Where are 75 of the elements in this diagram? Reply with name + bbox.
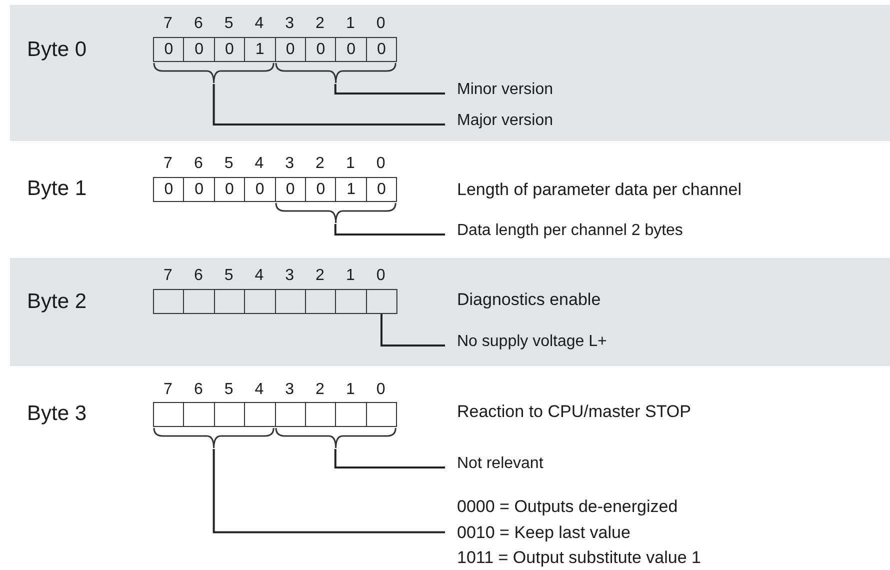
bit-number: 7 (162, 267, 174, 285)
bit-number: 4 (254, 155, 265, 173)
bit-cell: 1 (244, 37, 276, 62)
bit-number: 7 (162, 381, 174, 399)
bit-number: 4 (254, 267, 265, 285)
bit-cell: 0 (214, 177, 246, 202)
bit-number: 5 (223, 155, 234, 173)
description-text: 1011 = Output substitute value 1 (457, 547, 701, 569)
bit-number: 4 (254, 381, 265, 399)
bit-number: 5 (223, 15, 234, 33)
bit-number: 6 (192, 155, 204, 173)
bit-cell: 0 (183, 177, 215, 202)
bit-cell: 0 (274, 37, 306, 62)
description-text: Diagnostics enable (457, 290, 601, 310)
bit-number: 3 (284, 155, 296, 173)
bit-number: 2 (314, 15, 326, 33)
byte-label: Byte 2 (27, 290, 87, 314)
bit-number: 2 (314, 155, 326, 173)
bit-number: 6 (192, 267, 204, 285)
bit-cell: 0 (153, 177, 184, 202)
curly-bracket (153, 62, 275, 84)
description-text: Major version (445, 112, 554, 130)
bit-cell: 0 (366, 177, 398, 202)
bit-number: 4 (254, 15, 265, 33)
bit-number: 1 (344, 267, 356, 285)
description-text: No supply voltage L+ (445, 333, 607, 351)
bit-number: 6 (192, 15, 204, 33)
bit-number: 0 (375, 381, 386, 399)
bit-number: 3 (284, 15, 296, 33)
curly-bracket (153, 427, 275, 449)
leader-line (334, 449, 445, 468)
description-text: 0010 = Keep last value (457, 522, 632, 544)
bit-number: 7 (162, 155, 174, 173)
bit-number: 1 (344, 15, 356, 33)
bit-cell: 0 (335, 37, 367, 62)
bit-number: 1 (344, 381, 356, 399)
bit-number: 1 (344, 155, 356, 173)
bit-number: 5 (223, 381, 234, 399)
leader-line (334, 224, 445, 236)
description-text: 0000 = Outputs de-energized (457, 496, 679, 518)
bit-cell: 1 (335, 177, 367, 202)
bit-number: 0 (375, 155, 386, 173)
description-text: Data length per channel 2 bytes (445, 222, 683, 240)
bit-cell: 0 (366, 37, 398, 62)
bit-number: 0 (375, 267, 386, 285)
byte-label: Byte 0 (27, 38, 87, 62)
bit-cell: 0 (274, 177, 306, 202)
bit-number: 6 (192, 381, 204, 399)
bit-number: 0 (375, 15, 386, 33)
bit-cell: 0 (183, 37, 215, 62)
leader-line (212, 449, 445, 534)
description-text: Reaction to CPU/master STOP (457, 402, 691, 422)
bit-number: 3 (284, 267, 296, 285)
description-text: Not relevant (445, 455, 544, 473)
bit-number: 5 (223, 267, 234, 285)
curly-bracket (274, 62, 396, 84)
description-text: Length of parameter data per channel (457, 180, 742, 200)
bit-cell: 0 (153, 37, 184, 62)
description-text: Minor version (445, 81, 554, 99)
bit-number: 2 (314, 381, 326, 399)
leader-line (334, 84, 445, 94)
bit-cell (366, 289, 398, 314)
leader-line (212, 84, 445, 126)
leader-line (380, 314, 445, 346)
bit-number: 2 (314, 267, 326, 285)
curly-bracket (274, 202, 396, 224)
bit-cell: 0 (305, 37, 336, 62)
bit-number: 3 (284, 381, 296, 399)
bit-cell: 0 (214, 37, 246, 62)
byte-label: Byte 3 (27, 402, 87, 426)
byte-label: Byte 1 (27, 177, 87, 201)
curly-bracket (274, 427, 396, 449)
bit-cell: 0 (244, 177, 276, 202)
bit-number: 7 (162, 15, 174, 33)
bit-cell: 0 (305, 177, 336, 202)
